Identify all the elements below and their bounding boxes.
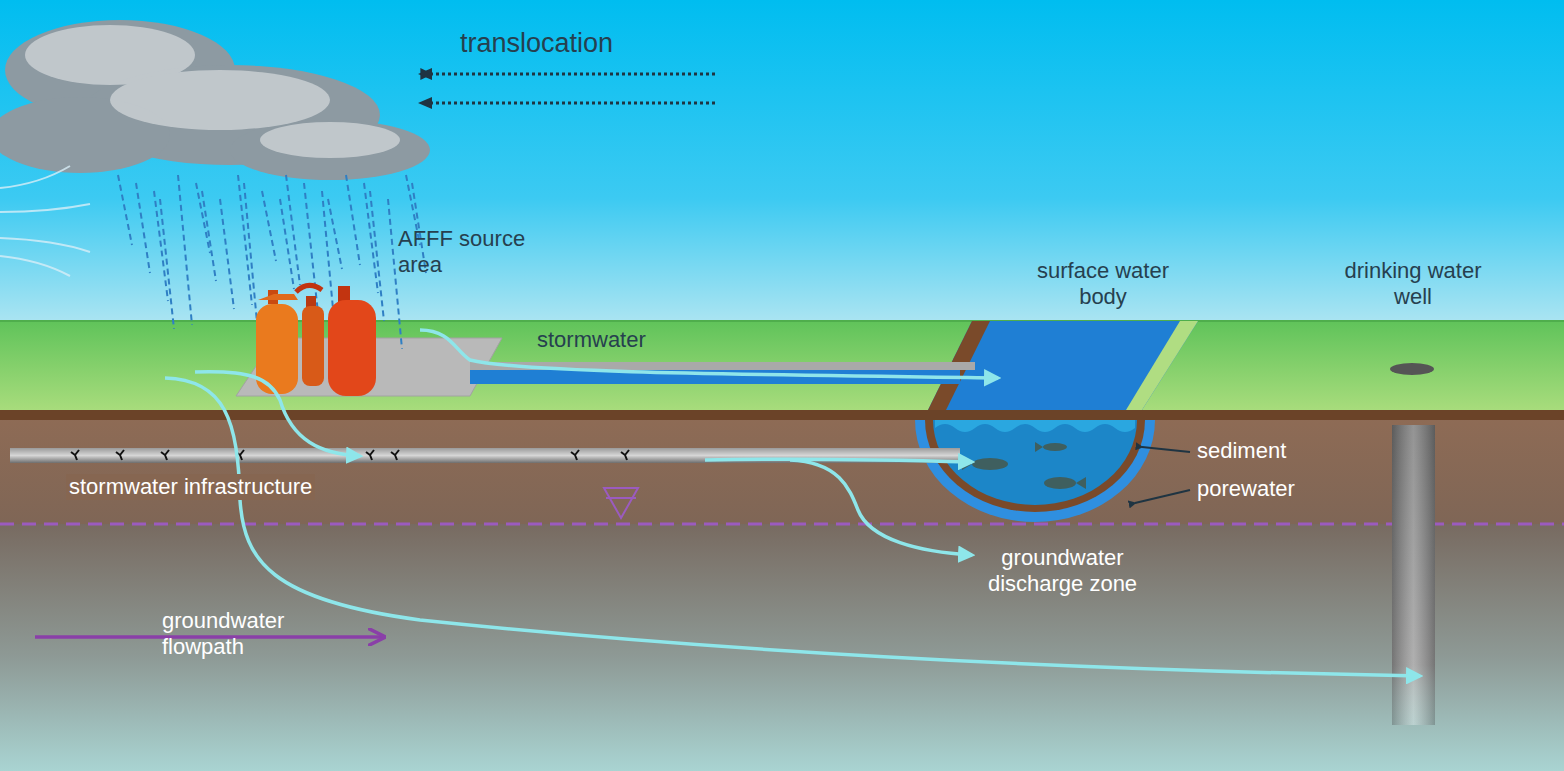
pipe-crack [571, 450, 579, 460]
rain-streak [178, 175, 192, 325]
stormwater-label: stormwater [537, 327, 646, 353]
pipe-crack [116, 450, 124, 460]
translocation-label: translocation [460, 28, 613, 60]
sediment-label: sediment [1197, 438, 1286, 464]
pipe-crack [391, 450, 399, 460]
flowpath-label: groundwater flowpath [162, 608, 302, 660]
pipe-crack [161, 450, 169, 460]
pipe-crack [71, 450, 79, 460]
rain-streak [370, 191, 384, 321]
pipe-crack [366, 450, 374, 460]
rain-streak [220, 199, 234, 309]
rain-streak [244, 183, 258, 333]
well-label: drinking water well [1338, 258, 1488, 310]
rain-streak [154, 191, 168, 301]
rain-streak [136, 183, 150, 273]
rain-streak [328, 199, 342, 269]
rain-streak [304, 183, 318, 313]
rain-streak [262, 191, 276, 261]
rain-streak [286, 175, 300, 285]
rain-streak [280, 199, 294, 289]
rain-streak [202, 191, 216, 281]
discharge-zone-label: groundwater discharge zone [975, 545, 1150, 597]
rain-streak [364, 183, 378, 293]
pipe-crack [621, 450, 629, 460]
rain-streak [346, 175, 360, 265]
surface-water-label: surface water body [1028, 258, 1178, 310]
porewater-label: porewater [1197, 476, 1295, 502]
rain-streak [160, 199, 174, 329]
rain-streak [118, 175, 132, 245]
source-area-label: AFFF source area [398, 226, 538, 278]
infrastructure-label: stormwater infrastructure [66, 474, 315, 500]
